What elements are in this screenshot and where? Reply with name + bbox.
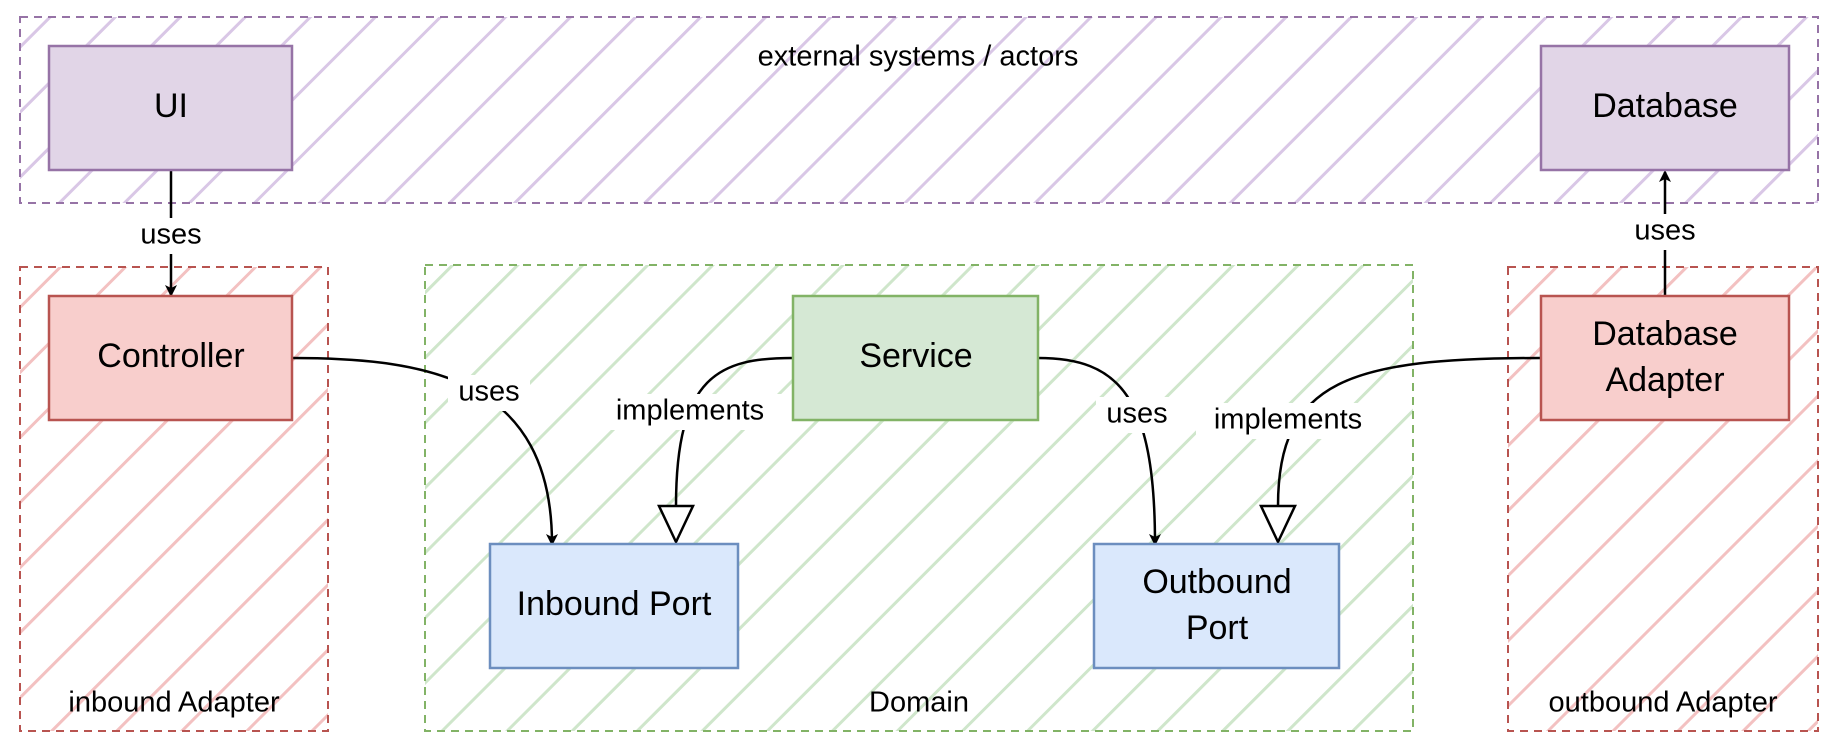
node-inbound-port-label: Inbound Port	[517, 585, 712, 623]
group-external-systems: external systems / actors	[19, 16, 1819, 204]
edge-ui-controller-label: uses	[140, 219, 201, 251]
edge-service-inbound-port-label: implements	[616, 395, 764, 427]
node-service-box[interactable]	[791, 294, 1040, 422]
node-database-adapter-label-line2: Adapter	[1605, 361, 1724, 399]
edge-db-adapter-database-label-bg	[1624, 214, 1706, 250]
node-inbound-port[interactable]: Inbound Port	[488, 542, 740, 670]
edge-db-adapter-outbound-port: implements	[1196, 356, 1542, 545]
edge-ui-controller: uses	[130, 170, 212, 297]
edge-service-inbound-port: implements	[598, 356, 794, 545]
group-domain-label: Domain	[869, 687, 969, 719]
node-outbound-port-label-line1: Outbound	[1142, 563, 1291, 601]
group-inbound-adapter-label: inbound Adapter	[68, 687, 280, 719]
node-database[interactable]: Database	[1539, 44, 1791, 172]
edge-service-outbound-port-label-bg	[1096, 397, 1178, 433]
node-service[interactable]: Service	[791, 294, 1040, 422]
node-service-label: Service	[859, 337, 972, 375]
node-outbound-port[interactable]: Outbound Port	[1092, 542, 1341, 670]
edge-ui-controller-label-bg	[130, 218, 212, 254]
node-inbound-port-box[interactable]	[488, 542, 740, 670]
group-external-systems-box	[19, 16, 1819, 204]
node-controller-label: Controller	[97, 337, 244, 375]
edge-db-adapter-database: uses	[1624, 170, 1706, 296]
edge-service-inbound-port-line	[674, 356, 794, 507]
node-outbound-port-label-line2: Port	[1186, 609, 1249, 647]
edge-db-adapter-outbound-port-label: implements	[1214, 404, 1362, 436]
edge-controller-inbound-port-label-bg	[448, 375, 530, 411]
edge-service-outbound-port-label: uses	[1106, 398, 1167, 430]
node-controller[interactable]: Controller	[47, 294, 294, 422]
edge-db-adapter-outbound-port-line	[1276, 356, 1542, 507]
edge-service-outbound-port-line	[1037, 356, 1161, 546]
node-database-adapter-label-line1: Database	[1592, 315, 1738, 353]
node-database-adapter[interactable]: Database Adapter	[1539, 294, 1791, 422]
edge-db-adapter-database-label: uses	[1634, 215, 1695, 247]
edge-controller-inbound-port-label: uses	[458, 376, 519, 408]
edge-service-inbound-port-label-bg	[598, 394, 782, 430]
node-database-adapter-box[interactable]	[1539, 294, 1791, 422]
node-outbound-port-box[interactable]	[1092, 542, 1341, 670]
edge-db-adapter-outbound-port-arrowhead	[1259, 504, 1297, 545]
node-ui[interactable]: UI	[47, 44, 294, 172]
node-ui-box[interactable]	[47, 44, 294, 172]
edge-controller-inbound-port: uses	[291, 356, 558, 546]
edge-db-adapter-outbound-port-label-bg	[1196, 403, 1380, 439]
node-database-box[interactable]	[1539, 44, 1791, 172]
edge-service-inbound-port-arrowhead	[657, 504, 695, 545]
node-ui-label: UI	[154, 87, 188, 125]
node-database-label: Database	[1592, 87, 1738, 125]
group-external-systems-label: external systems / actors	[758, 41, 1079, 73]
node-controller-box[interactable]	[47, 294, 294, 422]
group-outbound-adapter-label: outbound Adapter	[1549, 687, 1778, 719]
edge-service-outbound-port: uses	[1037, 356, 1178, 546]
